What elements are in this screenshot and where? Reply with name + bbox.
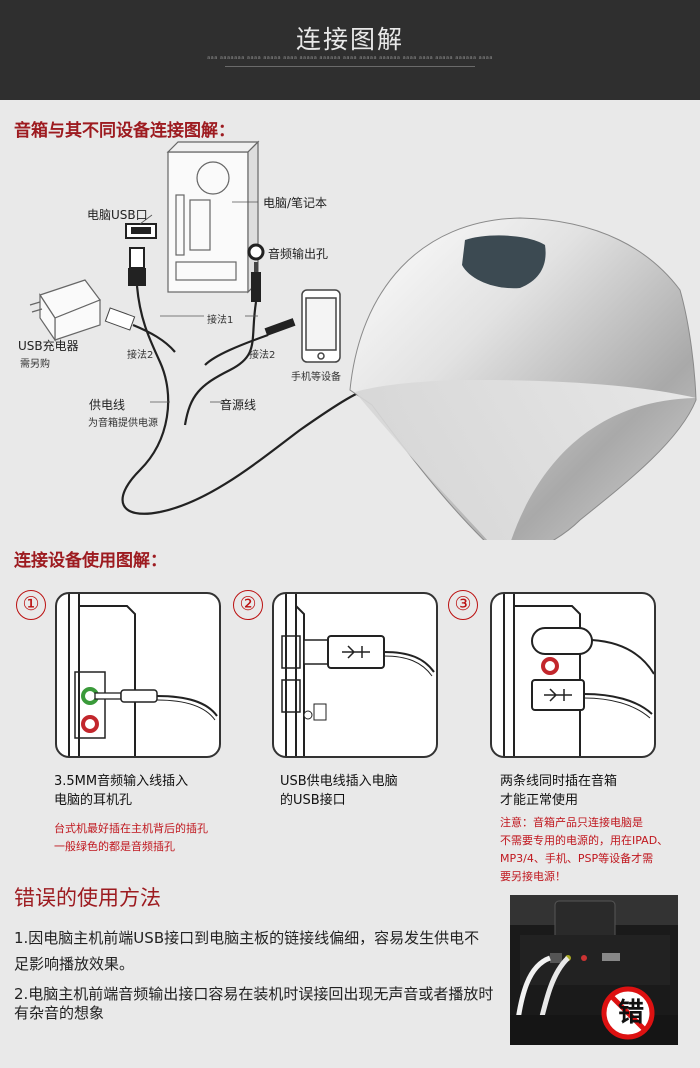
label-usb-charger: USB充电器 [18, 339, 79, 353]
step3-note-line2: 不需要专用的电源的，用在IPAD、 [500, 834, 669, 847]
step3-note-line4: 要另接电源！ [500, 870, 566, 883]
header-subtitle: aaa aaaaaaa aaaa aaaaa aaaa aaaaa aaaaaa… [207, 55, 493, 61]
step3-caption-line1: 两条线同时插在音箱 [500, 774, 618, 789]
step2-caption-line1: USB供电线插入电脑 [280, 774, 398, 789]
section3-title: 错误的使用方法 [14, 886, 161, 910]
speaker-illustration [349, 217, 697, 540]
header-divider [225, 66, 475, 67]
label-method2-b: 接法2 [249, 350, 276, 361]
step1-note-line2: 一般绿色的都是音频插孔 [54, 840, 175, 853]
label-method1: 接法1 [207, 315, 234, 326]
section2-title: 连接设备使用图解： [14, 551, 167, 571]
step1-caption-line2: 电脑的耳机孔 [54, 793, 133, 808]
step-number-1: ① [16, 590, 46, 620]
audio-plug-icon [251, 262, 261, 302]
error-item-1: 1.因电脑主机前端USB接口到电脑主板的链接线偏细，容易发生供电不足影响播放效果… [14, 929, 480, 973]
label-audio-cable: 音源线 [220, 398, 257, 412]
step-panel-2 [272, 592, 438, 758]
audio-plug-2-icon [264, 318, 296, 336]
audio-out-icon [247, 243, 265, 261]
step-panel-3 [490, 592, 656, 758]
header-title: 连接图解 [295, 25, 404, 54]
page-header: 连接图解 aaa aaaaaaa aaaa aaaaa aaaa aaaaa a… [0, 0, 700, 100]
label-method2-a: 接法2 [127, 350, 154, 361]
usb-plug-2-icon [104, 307, 136, 331]
label-buy-separately: 需另购 [20, 359, 50, 370]
label-audio-out: 音频输出孔 [268, 247, 329, 261]
step3-note-line1: 注意：音箱产品只连接电脑是 [500, 816, 643, 829]
wrong-usage-photo [510, 895, 678, 1045]
usb-port-illustration [281, 594, 435, 756]
leader-lines [139, 201, 258, 403]
step1-note-line1: 台式机最好插在主机背后的插孔 [54, 822, 208, 835]
audio-jack-illustration [68, 594, 218, 756]
label-phone: 手机等设备 [291, 372, 341, 383]
both-cables-illustration [503, 594, 654, 756]
label-pc: 电脑/笔记本 [263, 196, 328, 210]
section1-title: 音箱与其不同设备连接图解： [14, 121, 235, 141]
step2-caption-line2: 的USB接口 [280, 793, 346, 808]
usb-port-icon [125, 223, 157, 239]
usb-charger-illustration [29, 279, 101, 342]
step3-caption-line2: 才能正常使用 [500, 793, 579, 808]
label-power-cable-sub: 为音箱提供电源 [88, 418, 158, 429]
connection-diagram [29, 140, 697, 540]
label-power-cable: 供电线 [89, 398, 126, 412]
step3-note-line3: MP3/4、手机、PSP等设备才需 [500, 852, 654, 865]
pc-tower-illustration [166, 140, 260, 294]
step-number-2: ② [233, 590, 263, 620]
step-panel-1 [55, 592, 221, 758]
label-pc-usb: 电脑USB口 [87, 208, 148, 222]
usb-plug-icon [128, 247, 146, 286]
step-number-3: ③ [448, 590, 478, 620]
step1-caption-line1: 3.5MM音频输入线插入 [54, 774, 189, 789]
wrong-badge-text: 错 [618, 998, 645, 1028]
error-item-2: 2.电脑主机前端音频输出接口容易在装机时误接回出现无声音或者播放时有杂音的想象 [14, 985, 494, 1022]
phone-illustration [301, 289, 341, 363]
